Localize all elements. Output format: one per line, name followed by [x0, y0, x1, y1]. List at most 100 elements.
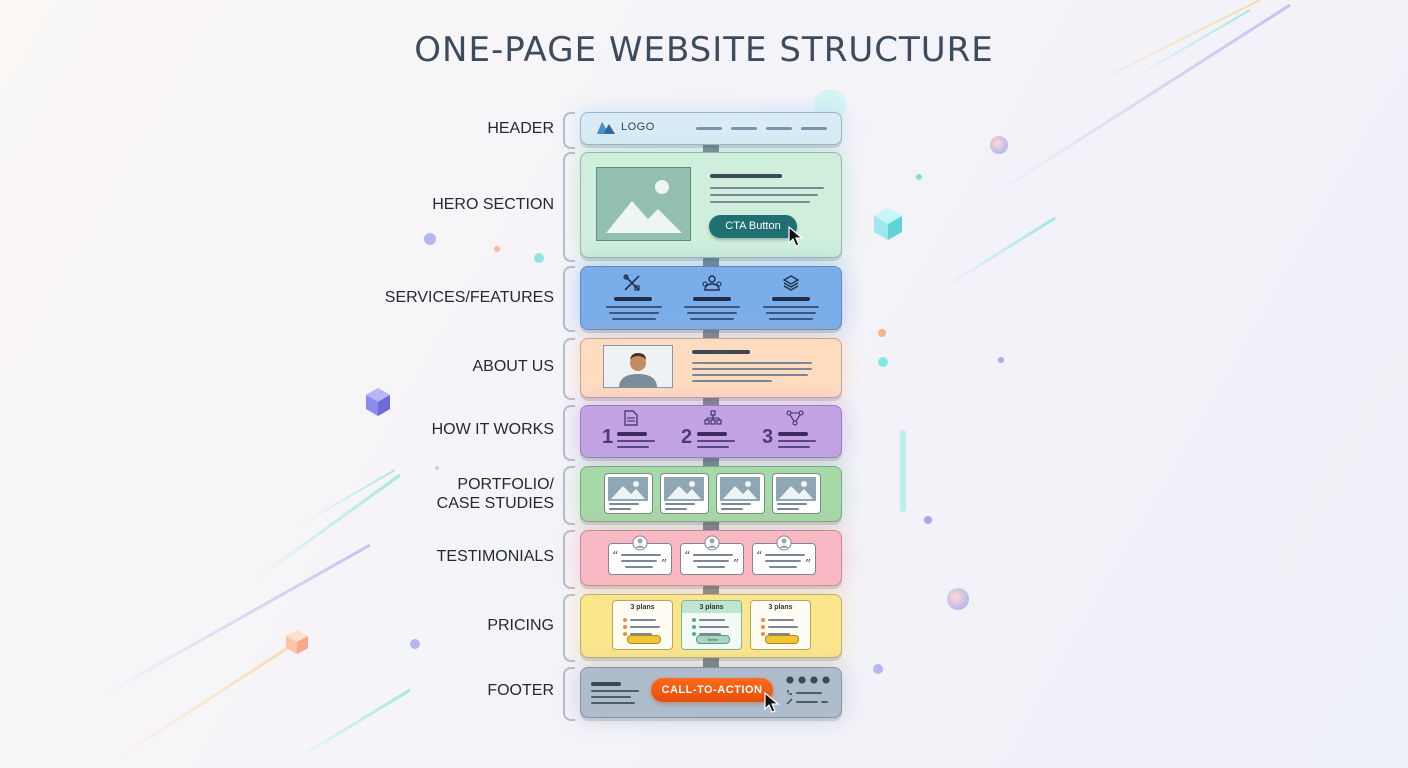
network-icon [786, 410, 804, 426]
hero-text-line [710, 194, 818, 196]
plan-select-button[interactable] [765, 635, 799, 644]
image-placeholder-icon [776, 477, 816, 501]
nav-link-placeholder [766, 127, 792, 130]
about-text-line [692, 380, 772, 382]
card-text-line [621, 554, 661, 556]
support-team-icon [702, 275, 722, 291]
step-number: 3 [762, 426, 774, 448]
service-text-line [687, 312, 737, 314]
portfolio-card [604, 473, 653, 514]
footer-cta-button[interactable]: CALL-TO-ACTION [651, 678, 773, 702]
cta-button[interactable]: CTA Button [709, 215, 797, 238]
footer-contact-line [821, 701, 828, 703]
step-text-line [778, 440, 816, 442]
brace-pricing [563, 594, 575, 662]
footer-contact-line [796, 692, 822, 694]
service-title-line [772, 297, 810, 301]
avatar-icon [704, 535, 720, 551]
footer-heading-line [591, 682, 621, 686]
service-text-line [766, 312, 816, 314]
brace-about [563, 338, 575, 400]
step-title-line [617, 432, 647, 436]
label-services: SERVICES/FEATURES [384, 289, 554, 306]
service-text-line [606, 306, 662, 308]
plan-label: 3 plans [768, 604, 793, 611]
portfolio-card [660, 473, 709, 514]
pricing-card-featured: 3 plans Better [681, 600, 742, 650]
step-text-line [697, 440, 735, 442]
card-text-line [693, 554, 733, 556]
image-placeholder-icon [608, 477, 648, 501]
card-text-line [609, 508, 631, 510]
facebook-icon[interactable] [786, 676, 794, 684]
youtube-icon[interactable] [810, 676, 818, 684]
service-text-line [609, 312, 659, 314]
plan-feature-line [630, 626, 660, 628]
card-text-line [777, 503, 807, 505]
sitemap-icon [704, 410, 722, 425]
label-pricing: PRICING [487, 617, 554, 634]
plan-feature-line [768, 619, 794, 621]
pricing-card: 3 plans [612, 600, 673, 650]
bullet [761, 625, 765, 629]
connector [703, 258, 719, 268]
image-placeholder-icon [596, 167, 691, 241]
brace-how [563, 405, 575, 461]
connector [703, 458, 719, 468]
avatar-icon [632, 535, 648, 551]
about-text-line [692, 362, 812, 364]
person-photo-icon [603, 345, 673, 388]
quote-open: “ [684, 549, 691, 563]
quote-open: “ [612, 549, 619, 563]
plan-feature-line [768, 626, 798, 628]
header-block [580, 112, 842, 145]
plan-select-button[interactable]: Better [696, 635, 730, 644]
featured-header [682, 601, 741, 613]
card-text-line [721, 508, 743, 510]
phone-icon [787, 690, 792, 695]
bullet [692, 632, 696, 636]
connector [703, 144, 719, 154]
service-text-line [684, 306, 740, 308]
plan-feature-line [699, 626, 729, 628]
card-text-line [697, 566, 725, 568]
card-text-line [769, 566, 797, 568]
connector [703, 522, 719, 532]
label-footer: FOOTER [487, 682, 554, 699]
tools-icon [623, 274, 640, 291]
plan-feature-line [699, 633, 721, 635]
page-title: ONE-PAGE WEBSITE STRUCTURE [414, 30, 994, 70]
nav-link-placeholder [696, 127, 722, 130]
plan-feature-line [699, 619, 725, 621]
service-title-line [614, 297, 652, 301]
footer-text-line [591, 690, 639, 692]
bullet [692, 618, 696, 622]
plan-select-button[interactable] [627, 635, 661, 644]
footer-text-line [591, 702, 635, 704]
card-text-line [765, 554, 805, 556]
about-text-line [692, 368, 812, 370]
portfolio-card [716, 473, 765, 514]
plan-label: 3 plans [699, 604, 724, 611]
bullet [623, 625, 627, 629]
brace-header [563, 112, 575, 149]
quote-open: “ [756, 549, 763, 563]
step-text-line [617, 440, 655, 442]
quote-close: ” [661, 557, 668, 571]
instagram-icon[interactable] [822, 676, 830, 684]
twitter-icon[interactable] [798, 676, 806, 684]
card-text-line [765, 560, 801, 562]
footer-contact-line [796, 701, 818, 703]
card-text-line [625, 566, 653, 568]
step-number: 2 [681, 426, 693, 448]
card-text-line [609, 503, 639, 505]
bullet [761, 618, 765, 622]
label-about: ABOUT US [472, 358, 555, 375]
card-text-line [693, 560, 729, 562]
connector [703, 330, 719, 340]
step-number: 1 [602, 426, 614, 448]
portfolio-card [772, 473, 821, 514]
step-text-line [697, 446, 729, 448]
label-testimonials: TESTIMONIALS [436, 548, 554, 565]
